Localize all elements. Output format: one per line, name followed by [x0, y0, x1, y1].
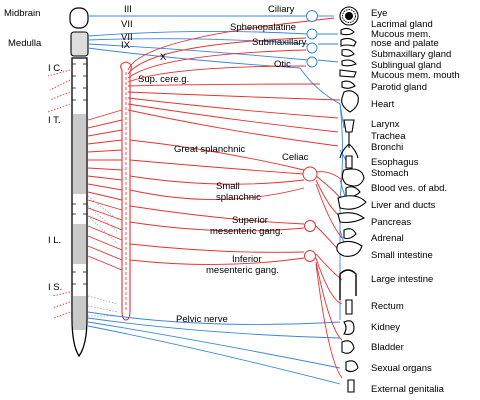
organ-label: Larynx — [371, 119, 400, 130]
liver-icon — [337, 195, 367, 210]
cranial-nerve-labels: III VII VII IX X — [121, 4, 167, 63]
label-lumbar: I L. — [48, 235, 61, 246]
organ-label: Small intestine — [371, 250, 433, 261]
inferior-mesenteric-ganglion — [304, 250, 316, 262]
submaxillary-ganglion — [306, 42, 318, 54]
abdominal-vessels-icon — [345, 186, 361, 198]
label-inf-mesenteric-2: mesenteric gang. — [206, 265, 279, 276]
label-sup-mesenteric-1: Superior — [232, 215, 268, 226]
esophagus-icon — [345, 155, 353, 169]
organ-label: Submaxillary gland — [371, 49, 451, 60]
label-nerve-vii-lower: VII — [121, 32, 133, 43]
organ-label: Parotid gland — [371, 82, 427, 93]
organ-label: Adrenal — [371, 233, 404, 244]
organ-label: Esophagus — [371, 157, 419, 168]
organ-label: Blood ves. of abd. — [371, 183, 447, 194]
rectum-icon — [345, 299, 353, 315]
organ-label: Liver and ducts — [371, 200, 436, 211]
pancreas-icon — [337, 212, 366, 224]
sexual-organs-icon — [345, 360, 359, 373]
sympathetic-fibers — [127, 17, 343, 379]
superior-mesenteric-ganglion — [304, 220, 316, 232]
sphenopalatine-ganglion — [306, 28, 318, 40]
eye-icon — [339, 6, 359, 26]
organ-label: Bladder — [371, 342, 404, 353]
organ-label: Stomach — [371, 168, 409, 179]
cord-to-chain-fibers — [87, 109, 123, 271]
label-submaxillary: Submaxillary — [252, 37, 307, 48]
parotid-gland-icon — [341, 80, 356, 89]
oral-mucosa-icon — [339, 69, 357, 78]
organ-label: Lacrimal gland — [371, 19, 433, 30]
otic-ganglion — [306, 56, 318, 68]
organ-label: Mucous mem. mouth — [371, 70, 460, 81]
ganglion-labels: Ciliary Sphenopalatine Submaxillary Otic… — [138, 4, 309, 325]
label-thoracic: I T. — [48, 115, 61, 126]
organ-label: Large intestine — [371, 274, 433, 285]
organ-label: nose and palate — [371, 38, 439, 49]
label-otic: Otic — [274, 59, 291, 70]
larynx-icon — [343, 119, 355, 133]
label-cervical: I C. — [48, 63, 63, 74]
label-great-splanchnic: Great splanchnic — [174, 144, 246, 155]
label-ciliary: Ciliary — [268, 4, 295, 15]
cord-segment-ticks — [72, 63, 87, 285]
cord-labels: Midbrain Medulla I C. I T. I L. I S. — [4, 8, 63, 293]
organ-label: Sublingual gland — [371, 60, 441, 71]
large-intestine-icon — [339, 269, 357, 300]
organ-pictograms — [336, 6, 367, 393]
organ-label: Eye — [371, 8, 387, 19]
cord-rami-right — [87, 195, 119, 317]
label-pelvic-nerve: Pelvic nerve — [176, 314, 228, 325]
organ-label: Rectum — [371, 301, 404, 312]
bladder-icon — [341, 340, 355, 354]
lacrimal-gland-icon — [340, 27, 355, 36]
label-sphenopalatine: Sphenopalatine — [230, 22, 296, 33]
label-celiac: Celiac — [282, 152, 309, 163]
small-intestine-icon — [336, 240, 363, 257]
cord-rami-left — [47, 69, 71, 319]
label-inf-mesenteric-1: Inferior — [232, 254, 262, 265]
organ-label: Pancreas — [371, 217, 411, 228]
sublingual-gland-icon — [341, 59, 357, 67]
label-nerve-iii: III — [124, 4, 132, 15]
label-small-splanchnic-1: Small — [216, 181, 240, 192]
kidney-icon — [343, 320, 355, 335]
label-sup-cervical: Sup. cere.g. — [138, 74, 189, 85]
ganglia — [302, 10, 318, 262]
label-medulla: Medulla — [8, 38, 42, 49]
label-midbrain: Midbrain — [4, 8, 40, 19]
label-nerve-x: X — [160, 52, 167, 63]
nasal-mucosa-icon — [340, 37, 357, 47]
stomach-icon — [341, 168, 365, 187]
ciliary-ganglion — [306, 10, 318, 22]
organ-label: Trachea — [371, 131, 406, 142]
label-nerve-ix: IX — [121, 40, 131, 51]
organ-labels: Eye Lacrimal gland Mucous mem. nose and … — [371, 8, 460, 395]
spinal-cord — [69, 7, 89, 358]
external-genitalia-icon — [347, 379, 355, 393]
label-sup-mesenteric-2: mesenteric gang. — [210, 226, 283, 237]
submaxillary-gland-icon — [341, 48, 355, 57]
organ-label: Mucous mem. — [371, 29, 431, 40]
adrenal-icon — [343, 228, 357, 240]
label-small-splanchnic-2: splanchnic — [216, 192, 261, 203]
label-nerve-vii-upper: VII — [121, 19, 133, 30]
heart-icon — [341, 90, 359, 113]
organ-label: Kidney — [371, 322, 400, 333]
organ-label: Bronchi — [371, 142, 403, 153]
organ-label: Heart — [371, 99, 395, 110]
trachea-bronchi-icon — [339, 132, 359, 159]
organ-label: External genitalia — [371, 384, 445, 395]
celiac-ganglion — [302, 166, 318, 182]
label-sacral: I S. — [48, 282, 62, 293]
organ-label: Sexual organs — [371, 363, 432, 374]
sympathetic-chain — [120, 61, 132, 321]
